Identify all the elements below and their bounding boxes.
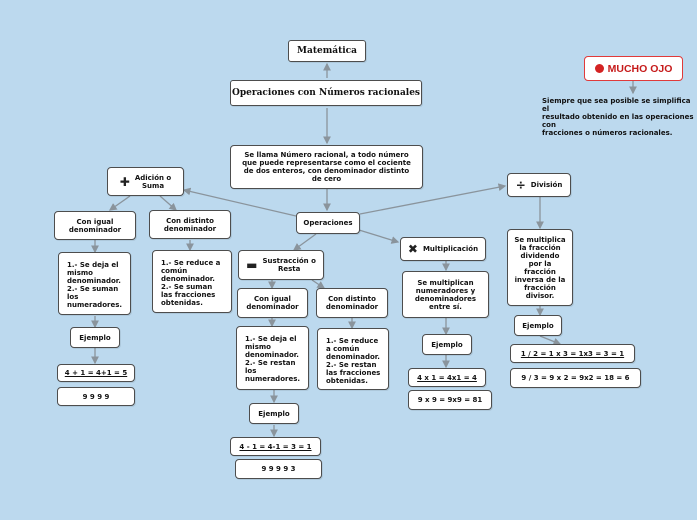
resta-ejemplo-num-node[interactable]: 4 - 1 = 4-1 = 3 = 1 [230,437,321,456]
definicion-text: Se llama Número racional, a todo número … [242,151,411,183]
times-icon: ✖ [407,242,418,256]
resta-distinto-label: Con distinto denominador [325,295,379,311]
mult-regla-node[interactable]: Se multiplican numeradores y denominador… [402,271,489,318]
mult-ejemplo-num-node[interactable]: 4 x 1 = 4x1 = 4 [408,368,486,387]
link-operaciones-adicion [182,187,297,217]
definicion-node[interactable]: Se llama Número racional, a todo número … [230,145,423,189]
division-node[interactable]: ÷ División [507,173,571,197]
multiplicacion-node[interactable]: ✖ Multiplicación [400,237,486,261]
resta-ejemplo-num: 4 - 1 = 4-1 = 3 = 1 [239,442,312,451]
resta-distinto-regla-text: 1.- Se reduce a común denominador. 2.- S… [326,337,381,385]
resta-igual-node[interactable]: Con igual denominador [237,288,308,318]
adicion-distinto-label: Con distinto denominador [163,216,217,233]
mult-ejemplo-num: 4 x 1 = 4x1 = 4 [417,373,477,382]
adicion-ejemplo-node[interactable]: Ejemplo [70,327,120,348]
resta-ejemplo-den-node[interactable]: 9 9 9 9 3 [235,459,322,479]
div-regla-text: Se multiplica la fracción dividendo por … [514,235,566,300]
resta-igual-regla-node[interactable]: 1.- Se deja el mismo denominador. 2.- Se… [236,326,309,390]
mucho-ojo-badge[interactable]: MUCHO OJO [584,56,683,81]
red-dot-icon [594,64,604,73]
resta-igual-label: Con igual denominador [246,295,299,311]
adicion-distinto-regla-text: 1.- Se reduce a común denominador. 2.- S… [161,259,221,307]
matematica-label: Matemática [297,45,357,56]
resta-ejemplo-label: Ejemplo [258,409,290,418]
sustraccion-label: Sustracción o Resta [262,257,316,273]
link-resta-distinto [311,279,326,289]
adicion-label: Adición o Suma [134,173,172,190]
link-operaciones-multiplicacion [358,229,400,244]
minus-icon: ▬ [246,258,258,272]
operaciones-racionales-label: Operaciones con Números racionales [232,87,420,98]
resta-distinto-node[interactable]: Con distinto denominador [316,288,388,318]
division-label: División [530,181,563,189]
operaciones-node[interactable]: Operaciones [296,212,360,234]
mult-ejemplo-node[interactable]: Ejemplo [422,334,472,355]
operaciones-racionales-node[interactable]: Operaciones con Números racionales [230,80,422,106]
adicion-distinto-regla-node[interactable]: 1.- Se reduce a común denominador. 2.- S… [152,250,232,313]
resta-igual-regla-text: 1.- Se deja el mismo denominador. 2.- Se… [245,335,301,383]
div-ejemplo-num: 1 / 2 = 1 x 3 = 1x3 = 3 = 1 [520,349,625,358]
link-adicion-distinto [159,195,177,211]
resta-ejemplo-den: 9 9 9 9 3 [261,465,296,473]
adicion-igual-label: Con igual denominador [68,217,122,234]
mult-ejemplo-den-node[interactable]: 9 x 9 = 9x9 = 81 [408,390,492,410]
div-ejemplo-node[interactable]: Ejemplo [514,315,562,336]
link-operaciones-division [359,183,507,215]
resta-ejemplo-node[interactable]: Ejemplo [249,403,299,424]
adicion-node[interactable]: ✚ Adición o Suma [107,167,184,196]
link-operaciones-resta [292,233,317,251]
adicion-ejemplo-den-node[interactable]: 9 9 9 9 [57,387,135,406]
operaciones-label: Operaciones [303,219,353,227]
mult-ejemplo-den: 9 x 9 = 9x9 = 81 [417,396,483,404]
adicion-igual-regla-node[interactable]: 1.- Se deja el mismo denominador. 2.- Se… [58,252,131,315]
adicion-ejemplo-num: 4 + 1 = 4+1 = 5 [64,369,128,377]
resta-distinto-regla-node[interactable]: 1.- Se reduce a común denominador. 2.- S… [317,328,389,390]
matematica-node[interactable]: Matemática [288,40,366,62]
sustraccion-node[interactable]: ▬ Sustracción o Resta [238,250,324,280]
link-adicion-igual [108,195,131,211]
div-ejemplo-den: 9 / 3 = 9 x 2 = 9x2 = 18 = 6 [521,374,630,382]
div-regla-node[interactable]: Se multiplica la fracción dividendo por … [507,229,573,306]
nota-simplificacion: Siempre que sea posible se simplifica el… [542,97,694,137]
adicion-ejemplo-label: Ejemplo [79,333,111,342]
divide-icon: ÷ [515,178,526,192]
div-ejemplo-den-node[interactable]: 9 / 3 = 9 x 2 = 9x2 = 18 = 6 [510,368,641,388]
link-div-ejemplo-resultado [539,335,562,346]
multiplicacion-label: Multiplicación [422,245,479,253]
adicion-igual-node[interactable]: Con igual denominador [54,211,136,240]
div-ejemplo-label: Ejemplo [522,321,554,330]
adicion-distinto-node[interactable]: Con distinto denominador [149,210,231,239]
plus-icon: ✚ [119,174,130,189]
adicion-ejemplo-den: 9 9 9 9 [82,392,110,401]
adicion-ejemplo-num-node[interactable]: 4 + 1 = 4+1 = 5 [57,364,135,382]
adicion-igual-regla-text: 1.- Se deja el mismo denominador. 2.- Se… [67,261,123,309]
mult-ejemplo-label: Ejemplo [431,340,463,349]
mult-regla-text: Se multiplican numeradores y denominador… [414,278,477,311]
div-ejemplo-num-node[interactable]: 1 / 2 = 1 x 3 = 1x3 = 3 = 1 [510,344,635,363]
mucho-ojo-label: MUCHO OJO [607,62,673,75]
